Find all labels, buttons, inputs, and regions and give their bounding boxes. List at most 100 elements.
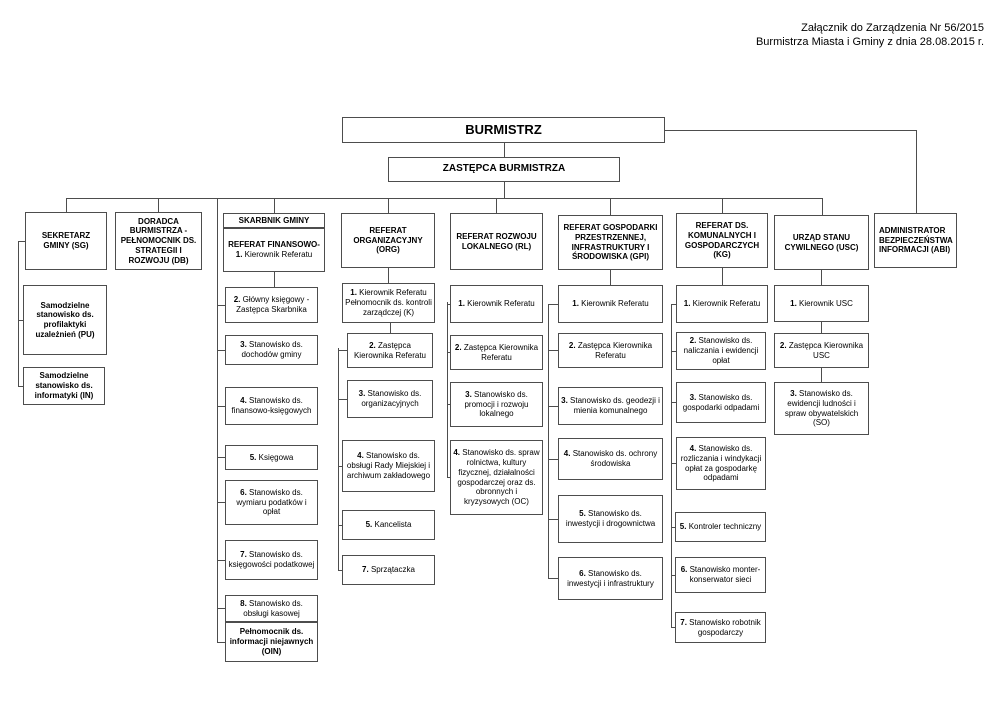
connector-line (217, 305, 225, 307)
connector-line (722, 268, 724, 285)
node-label: REFERAT GOSPODARKI PRZESTRZENNEJ, INFRAS… (563, 223, 658, 262)
node-label: Stanowisko ds. geodezji i mienia komunal… (570, 396, 660, 415)
node-label: Stanowisko ds. spraw rolnictwa, kultury … (457, 448, 540, 506)
connector-line (504, 143, 506, 157)
org-node-org5: 5.Kancelista (342, 510, 435, 540)
connector-line (610, 198, 612, 215)
org-node-usc: URZĄD STANU CYWILNEGO (USC) (774, 215, 869, 270)
connector-line (66, 198, 822, 200)
node-label: ADMINISTRATOR BEZPIECZEŃSTWA INFORMACJI … (879, 225, 953, 255)
item-number: 2. (233, 295, 241, 305)
org-node-sekretarz: SEKRETARZ GMINY (SG) (25, 212, 107, 270)
connector-line (610, 270, 612, 285)
item-number: 7. (240, 550, 247, 560)
node-label: Stanowisko robotnik gospodarczy (689, 617, 761, 637)
connector-line (338, 525, 342, 527)
org-node-kg7: 7.Stanowisko robotnik gospodarczy (675, 612, 766, 643)
item-number: 3. (561, 396, 568, 406)
item-number: 7. (680, 617, 687, 627)
attachment-annotation: Załącznik do Zarządzenia Nr 56/2015 Burm… (756, 22, 984, 50)
org-node-usc3: 3.Stanowisko ds. ewidencji ludności i sp… (774, 382, 869, 435)
node-label: Stanowisko ds. finansowo-księgowych (231, 396, 312, 415)
node-label: BURMISTRZ (465, 122, 542, 138)
item-number: 5. (365, 520, 373, 530)
node-label: Kierownik Referatu (692, 299, 761, 309)
connector-line (338, 570, 342, 572)
item-number: 5. (579, 509, 586, 519)
item-number: 1. (458, 299, 465, 309)
org-node-oin: Pełnomocnik ds. informacji niejawnych (O… (225, 622, 318, 662)
node-label: Kierownik Referatu Pełnomocnik ds. kontr… (345, 288, 432, 317)
connector-line (548, 406, 558, 408)
org-node-gpi: REFERAT GOSPODARKI PRZESTRZENNEJ, INFRAS… (558, 215, 663, 270)
org-node-org3: 3.Stanowisko ds. organizacyjnych (347, 380, 433, 418)
org-node-kg2: 2.Stanowisko ds. naliczania i ewidencji … (676, 332, 766, 370)
org-node-usc1: 1.Kierownik USC (774, 285, 869, 322)
org-node-rl2: 2.Zastępca Kierownika Referatu (450, 335, 543, 370)
item-number: 8. (240, 598, 247, 608)
org-node-kg5: 5.Kontroler techniczny (675, 512, 766, 542)
item-number: 3. (240, 340, 247, 350)
org-node-fn5: 5.Księgowa (225, 445, 318, 470)
item-number: 3. (689, 392, 697, 402)
node-label: Stanowisko ds. ochrony środowiska (572, 449, 658, 468)
node-label: Stanowisko ds. organizacyjnych (361, 389, 422, 408)
org-node-gpi4: 4.Stanowisko ds. ochrony środowiska (558, 438, 663, 480)
connector-line (18, 241, 25, 243)
org-node-org1: 1.Kierownik Referatu Pełnomocnik ds. kon… (342, 283, 435, 323)
org-node-org: REFERAT ORGANIZACYJNY (ORG) (341, 213, 435, 268)
connector-line (217, 642, 225, 644)
item-number: 4. (689, 444, 697, 453)
connector-line (496, 198, 498, 213)
org-node-usc2: 2.Zastępca Kierownika USC (774, 333, 869, 368)
org-node-skarbnik: SKARBNIK GMINY (223, 213, 325, 228)
node-label: Stanowisko ds. gospodarki odpadami (682, 392, 760, 412)
node-label: Kontroler techniczny (688, 522, 762, 532)
item-number: 3. (790, 389, 797, 398)
node-label: Stanowisko ds. obsługi kasowej (243, 598, 303, 618)
item-number: 2. (689, 336, 697, 346)
org-node-fn3: 3.Stanowisko ds. dochodów gminy (225, 335, 318, 365)
connector-line (916, 130, 918, 213)
item-number: 2. (779, 340, 787, 350)
item-number: 6. (680, 565, 688, 575)
connector-line (217, 198, 219, 642)
node-label: Stanowisko ds. obsługi Rady Miejskiej i … (346, 451, 431, 480)
node-label: URZĄD STANU CYWILNEGO (USC) (784, 232, 859, 252)
connector-line (548, 578, 558, 580)
node-label: Stanowisko ds. dochodów gminy (241, 340, 303, 359)
org-node-kg4: 4.Stanowisko ds. rozliczania i windykacj… (676, 437, 766, 490)
item-number: 6. (240, 487, 247, 497)
org-node-rl1: 1.Kierownik Referatu (450, 285, 543, 323)
org-node-fn4: 4.Stanowisko ds. finansowo-księgowych (225, 387, 318, 425)
item-number: 2. (454, 342, 462, 352)
connector-line (548, 459, 558, 461)
item-number: 1. (790, 298, 797, 308)
item-number: 6. (579, 568, 586, 578)
connector-line (18, 386, 23, 388)
connector-line (548, 304, 550, 578)
connector-line (671, 402, 676, 404)
org-node-kg1: 1.Kierownik Referatu (676, 285, 768, 323)
org-node-org7: 7.Sprzątaczka (342, 555, 435, 585)
node-label: Stanowisko ds. rozliczania i windykacji … (680, 444, 762, 483)
connector-line (671, 527, 675, 529)
node-label: Kancelista (374, 520, 412, 530)
org-node-abi: ADMINISTRATOR BEZPIECZEŃSTWA INFORMACJI … (874, 213, 957, 268)
node-label: Stanowisko ds. promocji i rozwoju lokaln… (464, 389, 529, 419)
node-label: Pełnomocnik ds. informacji niejawnych (O… (229, 627, 314, 656)
connector-line (217, 608, 225, 610)
node-label: REFERAT FINANSOWO- (228, 240, 320, 250)
org-node-burmistrz: BURMISTRZ (342, 117, 665, 143)
item-number: 5. (249, 452, 257, 462)
item-number: 4. (357, 451, 364, 461)
connector-line (388, 198, 390, 213)
org-node-gpi1: 1.Kierownik Referatu (558, 285, 663, 323)
connector-line (671, 627, 675, 629)
org-node-org4: 4.Stanowisko ds. obsługi Rady Miejskiej … (342, 440, 435, 492)
org-node-fn7: 7.Stanowisko ds. księgowości podatkowej (225, 540, 318, 580)
connector-line (671, 304, 673, 627)
org-node-fn8: 8.Stanowisko ds. obsługi kasowej (225, 595, 318, 622)
node-label: Stanowisko ds. księgowości podatkowej (228, 550, 315, 569)
